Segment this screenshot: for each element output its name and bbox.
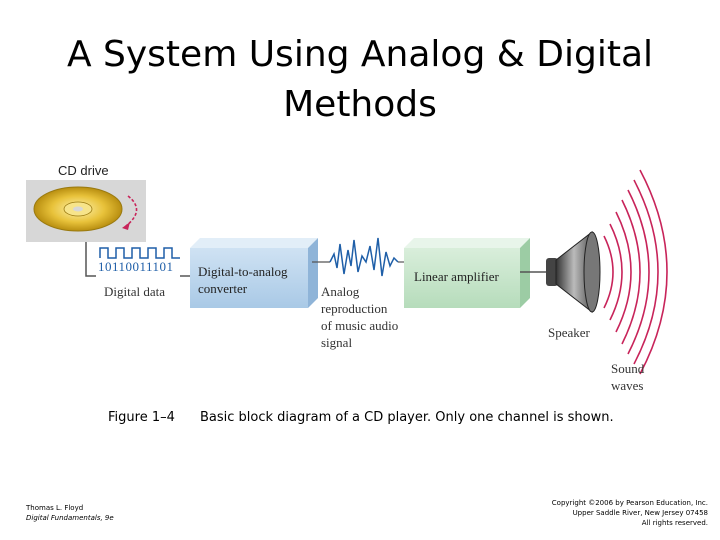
- dac-label-line2: converter: [198, 281, 248, 296]
- dac-block: [190, 238, 318, 308]
- binary-label: 10110011101: [98, 259, 174, 274]
- cd-player-block-diagram: [26, 169, 668, 375]
- author-name: Thomas L. Floyd: [26, 504, 84, 512]
- speaker-label: Speaker: [548, 325, 590, 340]
- analog-signal-wave: [329, 237, 399, 277]
- copyright-line1: Copyright ©2006 by Pearson Education, In…: [551, 499, 708, 507]
- analog-label-line2: reproduction: [321, 301, 388, 316]
- slide-title: A System Using Analog & Digital Methods: [0, 30, 720, 130]
- figure-caption: Basic block diagram of a CD player. Only…: [200, 410, 614, 425]
- analog-label-line1: Analog: [321, 284, 360, 299]
- speaker-icon: [546, 230, 601, 314]
- copyright-notice: Copyright ©2006 by Pearson Education, In…: [552, 498, 708, 528]
- analog-label-line3: of music audio: [321, 318, 399, 333]
- sound-waves-icon: [603, 169, 668, 375]
- copyright-line3: All rights reserved.: [641, 519, 708, 527]
- figure-number: Figure 1–4: [108, 410, 175, 425]
- dac-label-line1: Digital-to-analog: [198, 264, 288, 279]
- digital-pulse-train: [99, 247, 180, 259]
- slide-title-line1: A System Using Analog & Digital: [66, 34, 654, 75]
- cd-drive-label: CD drive: [58, 163, 109, 178]
- cd-drive: [26, 180, 146, 242]
- author-credit: Thomas L. Floyd Digital Fundamentals, 9e: [26, 503, 114, 523]
- slide-title-line2: Methods: [283, 84, 437, 125]
- digital-data-label: Digital data: [104, 284, 166, 299]
- analog-label-line4: signal: [321, 335, 353, 350]
- amplifier-block: [404, 238, 530, 308]
- copyright-line2: Upper Saddle River, New Jersey 07458: [572, 509, 708, 517]
- sound-waves-label-line1: Sound: [611, 361, 645, 376]
- sound-waves-label-line2: waves: [611, 378, 644, 393]
- amplifier-label: Linear amplifier: [414, 269, 499, 284]
- book-title: Digital Fundamentals, 9e: [26, 514, 114, 522]
